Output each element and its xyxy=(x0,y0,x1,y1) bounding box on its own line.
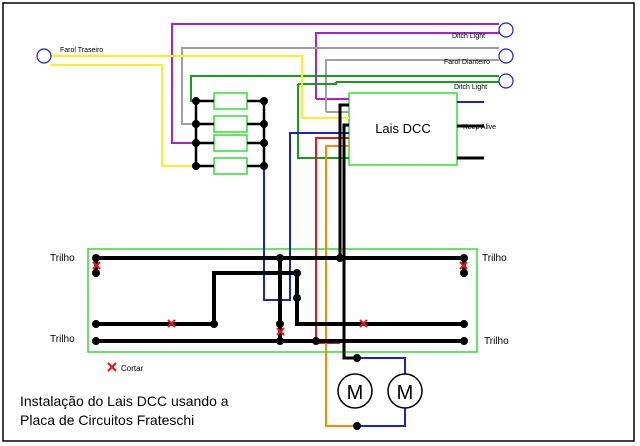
resistor-leads xyxy=(194,99,266,168)
motor-right-label: M xyxy=(397,382,414,404)
lamps xyxy=(36,22,514,89)
lamp-ditch-light-bottom xyxy=(498,73,514,89)
cut-marker xyxy=(276,327,285,336)
label-farol-dianteiro: Farol Dianteiro xyxy=(444,59,490,66)
wire-black xyxy=(338,103,484,360)
label-decoder: Lais DCC xyxy=(375,121,431,136)
junction-dots xyxy=(92,97,468,430)
cut-marker xyxy=(359,319,368,328)
cut-marker xyxy=(459,261,468,270)
label-trilho-top-left: Trilho xyxy=(50,253,75,264)
outer-frame xyxy=(2,2,635,442)
label-trilho-top-right: Trilho xyxy=(482,253,507,264)
wire-orange xyxy=(325,145,357,427)
cut-markers xyxy=(92,261,468,372)
cut-marker xyxy=(92,261,101,270)
motors: M M xyxy=(337,373,423,409)
label-ditch-light-top: Ditch Light xyxy=(452,33,485,40)
cut-marker xyxy=(167,319,176,328)
wire-gray xyxy=(181,47,499,125)
lamp-farol-traseiro xyxy=(36,48,52,64)
wire-yellow xyxy=(50,55,349,167)
label-trilho-bottom-left: Trilho xyxy=(50,334,75,345)
motor-left-label: M xyxy=(347,382,364,404)
label-ditch-light-bottom: Ditch Light xyxy=(454,84,487,91)
caption-line-2: Placa de Circuitos Frateschi xyxy=(20,412,194,428)
label-farol-traseiro: Farol Traseiro xyxy=(60,47,103,54)
motor-right xyxy=(387,373,423,409)
resistor-group xyxy=(213,92,248,175)
resistor-3 xyxy=(213,134,248,152)
resistor-2 xyxy=(213,115,248,133)
circuit-board xyxy=(87,248,478,353)
board-traces xyxy=(94,256,466,343)
resistor-1 xyxy=(213,92,248,110)
label-trilho-bottom-right: Trilho xyxy=(484,336,509,347)
resistor-4 xyxy=(213,157,248,175)
caption-line-1: Instalação do Lais DCC usando a xyxy=(20,393,229,409)
motor-left xyxy=(337,373,373,409)
lamp-ditch-light-top xyxy=(498,22,514,38)
decoder-box xyxy=(348,92,458,166)
cut-legend-marker xyxy=(107,362,117,372)
label-cortar: Cortar xyxy=(121,364,144,373)
lamp-farol-dianteiro xyxy=(498,48,514,64)
label-keep-alive: Keep Alive xyxy=(463,124,496,131)
